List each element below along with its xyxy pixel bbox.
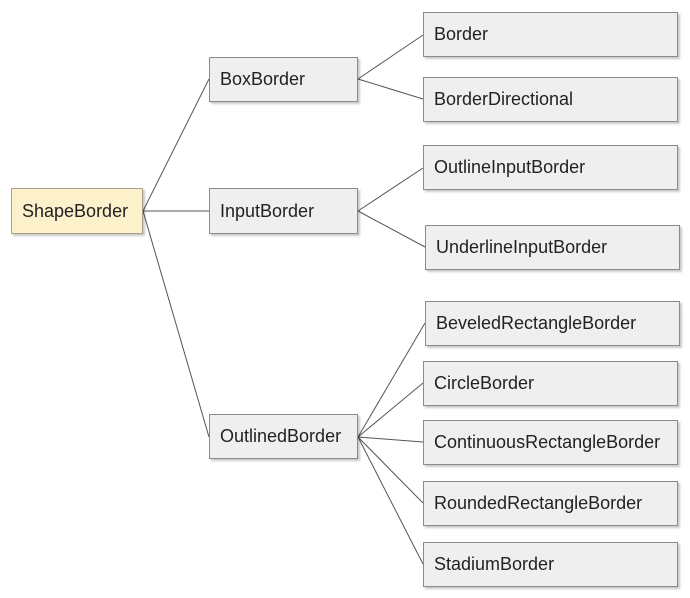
edge-boxborder-borderdirectional [357, 78, 424, 100]
edge-outlinedborder-stadiumborder [357, 436, 424, 565]
edge-boxborder-border [357, 34, 424, 80]
edge-inputborder-outlineinputborder [357, 167, 424, 212]
edge-outlinedborder-continuousrectangleborder [357, 436, 424, 443]
node-circleborder: CircleBorder [423, 361, 678, 406]
edge-shapeborder-boxborder [142, 78, 210, 212]
node-inputborder: InputBorder [209, 188, 358, 234]
node-shapeborder: ShapeBorder [11, 188, 143, 234]
node-outlineinputborder: OutlineInputBorder [423, 145, 678, 190]
edge-outlinedborder-circleborder [357, 382, 424, 438]
edge-shapeborder-outlinedborder [142, 210, 210, 438]
node-continuousrectangleborder: ContinuousRectangleBorder [423, 420, 678, 465]
node-beveledrectangleborder: BeveledRectangleBorder [425, 301, 680, 346]
node-outlinedborder: OutlinedBorder [209, 414, 358, 459]
node-stadiumborder: StadiumBorder [423, 542, 678, 587]
edge-inputborder-underlineinputborder [357, 210, 426, 248]
node-borderdirectional: BorderDirectional [423, 77, 678, 122]
node-roundedrectangleborder: RoundedRectangleBorder [423, 481, 678, 526]
node-boxborder: BoxBorder [209, 57, 358, 102]
edge-outlinedborder-beveledrectangleborder [357, 322, 426, 438]
node-underlineinputborder: UnderlineInputBorder [425, 225, 680, 270]
edge-outlinedborder-roundedrectangleborder [357, 436, 424, 504]
node-border: Border [423, 12, 678, 57]
